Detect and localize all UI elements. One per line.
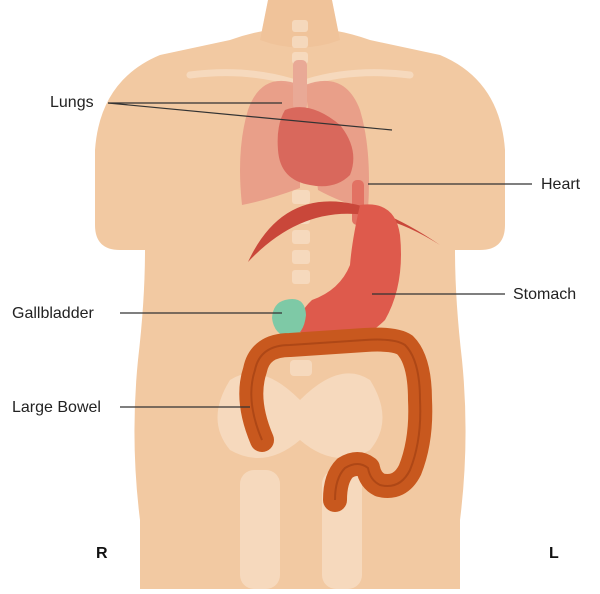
label-stomach: Stomach — [513, 286, 577, 303]
trachea — [293, 60, 307, 110]
lungs-leader-left — [107, 102, 393, 131]
heart-shape — [277, 107, 354, 187]
diaphragm — [248, 201, 440, 262]
label-heart: Heart — [541, 176, 581, 193]
label-large-bowel: Large Bowel — [12, 399, 101, 416]
large-bowel-detail — [250, 338, 422, 501]
leader-lines — [107, 102, 532, 408]
side-label-right: R — [96, 545, 108, 562]
label-gallbladder: Gallbladder — [12, 305, 94, 322]
stomach-shape — [297, 204, 401, 341]
gallbladder-shape — [272, 299, 306, 338]
side-label-left: L — [549, 545, 559, 562]
label-lungs: Lungs — [50, 94, 94, 111]
